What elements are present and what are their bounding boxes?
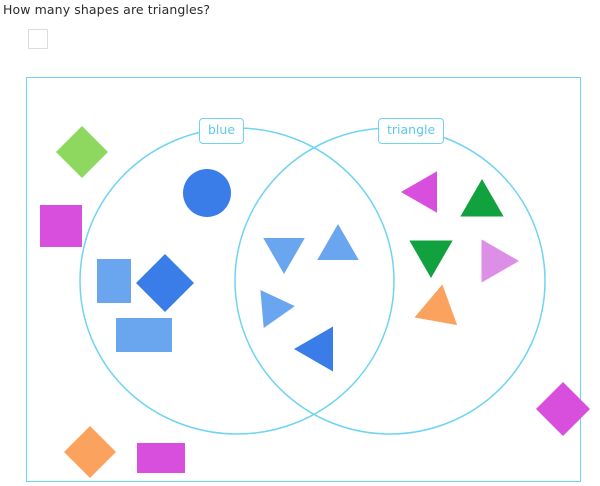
set-label-triangle: triangle (378, 118, 445, 144)
set-label-blue: blue (199, 118, 245, 144)
answer-input[interactable] (28, 29, 48, 49)
venn-diagram-frame (26, 77, 581, 482)
page-title: How many shapes are triangles? (3, 2, 211, 17)
